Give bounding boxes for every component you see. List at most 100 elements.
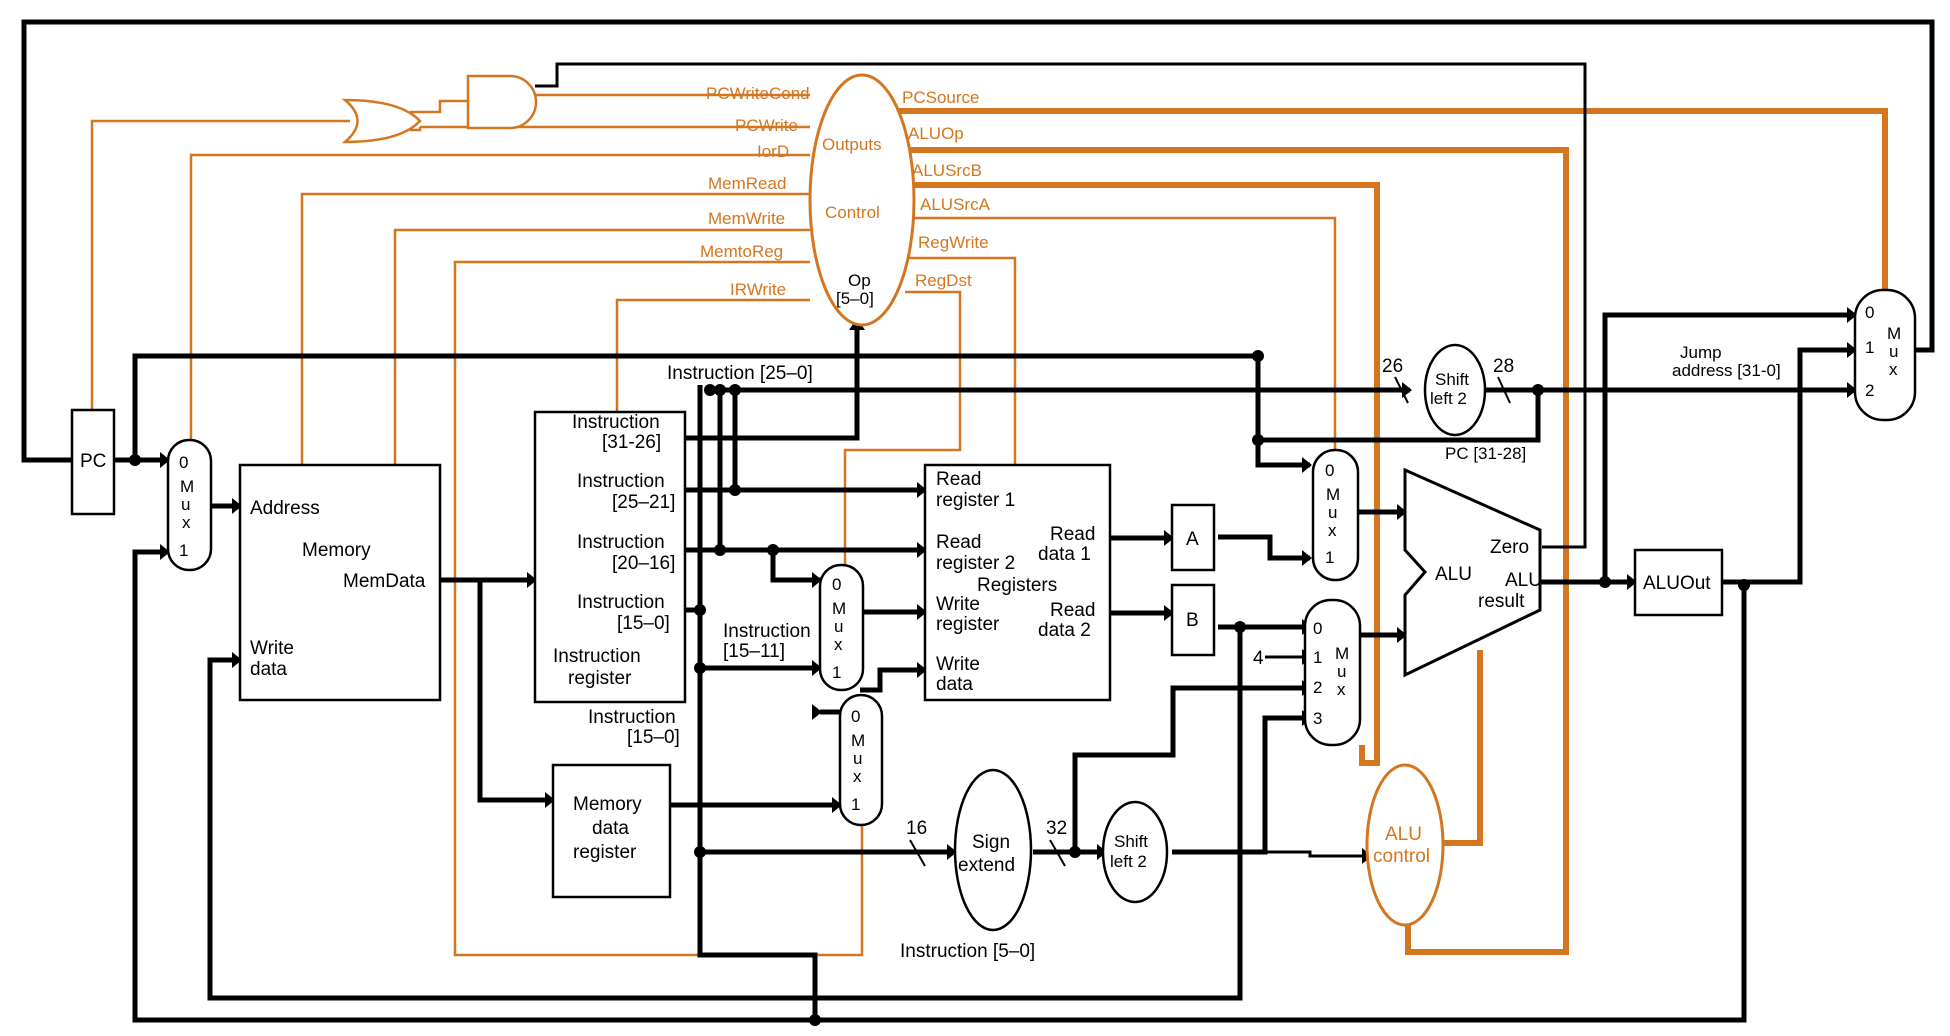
pc-address-mux [166,438,213,572]
memory-write-data-label: data [250,659,287,680]
bus-width-label: 32 [1046,818,1067,839]
alu-result-label: ALU [1505,570,1542,591]
aluout-label: ALUOut [1643,573,1711,594]
mux-label: 0 [179,453,188,472]
alu-control-label: control [1373,846,1430,867]
regfile-port-label: Read [936,469,981,490]
bus-width-marks [909,376,1511,867]
regfile-port-label: Read [936,532,981,553]
alusrcb-mux [1303,598,1362,747]
regfile-port-label: Read [1050,600,1095,621]
control-name-label: Control [825,203,880,222]
regfile-port-label: register [936,614,1000,635]
control-outputs-label: Outputs [822,135,882,154]
mux-label: x [1337,680,1346,699]
alu-control-unit [1365,763,1445,927]
datapath-wires [21,19,1935,1025]
signal-label: PCWrite [735,116,798,135]
mux-label: 0 [1325,461,1334,480]
mux-label: 1 [851,795,860,814]
mux-label: 0 [832,575,841,594]
shift-left-label: Shift [1114,832,1148,851]
regfile-port-label: register 2 [936,553,1015,574]
control-signal-labels-left: PCWriteCond PCWrite IorD MemRead MemWrit… [700,84,810,299]
signal-label: PCSource [902,88,979,107]
sign-extend-label: extend [958,855,1015,876]
mux-label: M [1335,644,1349,663]
memtoreg-mux [838,693,884,827]
instr-15-11-label: [15–11] [723,641,785,662]
memory-title: Memory [302,540,371,561]
signal-label: MemWrite [708,209,785,228]
signal-label: PCWriteCond [706,84,810,103]
sign-extend-label: Sign [972,832,1010,853]
register-b [1170,583,1216,657]
signal-label: MemRead [708,174,786,193]
mux-label: 0 [851,707,860,726]
memory-unit [238,463,442,702]
mux-label: 3 [1313,709,1322,728]
instr-15-0-label: [15–0] [627,727,680,748]
instr-5-0-label: Instruction [5–0] [900,941,1035,962]
jump-address-label: address [31-0] [1672,361,1781,380]
regfile-port-label: data 1 [1038,544,1091,565]
instr-15-11-label: Instruction [723,621,811,642]
regfile-port-label: register 1 [936,490,1015,511]
mux-label: M [832,599,846,618]
shift-left-label: left 2 [1430,389,1467,408]
signal-label: ALUOp [908,124,964,143]
mux-label: 1 [1325,548,1334,567]
mux-label: u [853,749,862,768]
alu-control-label: ALU [1385,824,1422,845]
mdr-label: register [573,842,637,863]
alu-label: ALU [1435,564,1472,585]
mux-label: M [851,731,865,750]
ir-field-label: Instruction [577,471,665,492]
ir-field-label: Instruction [577,592,665,613]
memory-data-register [551,763,672,899]
alu [1403,467,1542,678]
mux-label: 1 [1313,648,1322,667]
signal-label: ALUSrcA [920,195,991,214]
pcsource-mux [1853,288,1917,422]
jump-address-label: Jump [1680,343,1722,362]
control-op-label: Op [848,271,871,290]
arrowheads [72,307,1857,864]
mux-label: x [853,767,862,786]
register-b-label: B [1186,610,1199,631]
regfile-port-label: Write [936,654,980,675]
regfile-port-label: Write [936,594,980,615]
mux-label: u [834,617,843,636]
regfile-title: Registers [977,575,1057,596]
register-file [923,463,1112,702]
control-op-label: [5–0] [836,289,874,308]
ir-field-label: [15–0] [617,613,670,634]
signal-label: MemtoReg [700,242,783,261]
mux-label: M [1326,485,1340,504]
ir-field-label: [25–21] [612,492,675,513]
mdr-label: Memory [573,794,642,815]
mux-label: M [180,477,194,496]
sign-extend-unit [953,768,1033,932]
alusrca-mux [1311,448,1360,582]
shift-left-label: left 2 [1110,852,1147,871]
mux-label: u [1337,662,1346,681]
pc-label: PC [80,451,106,472]
shift-left-2-offset [1101,800,1169,904]
regfile-port-label: Read [1050,524,1095,545]
instruction-register [533,410,687,704]
regfile-port-label: data 2 [1038,620,1091,641]
ir-field-label: [31-26] [602,432,661,453]
ir-field-label: [20–16] [612,553,675,574]
mux-label: 2 [1865,381,1874,400]
bus-width-label: 16 [906,818,927,839]
mux-label: 2 [1313,678,1322,697]
mux-label: 0 [1313,619,1322,638]
mux-label: u [181,495,190,514]
mux-label: 1 [179,541,188,560]
ir-field-label: Instruction [572,412,660,433]
ir-field-label: Instruction [577,532,665,553]
memory-write-data-label: Write [250,638,294,659]
ir-name: Instruction [553,646,641,667]
